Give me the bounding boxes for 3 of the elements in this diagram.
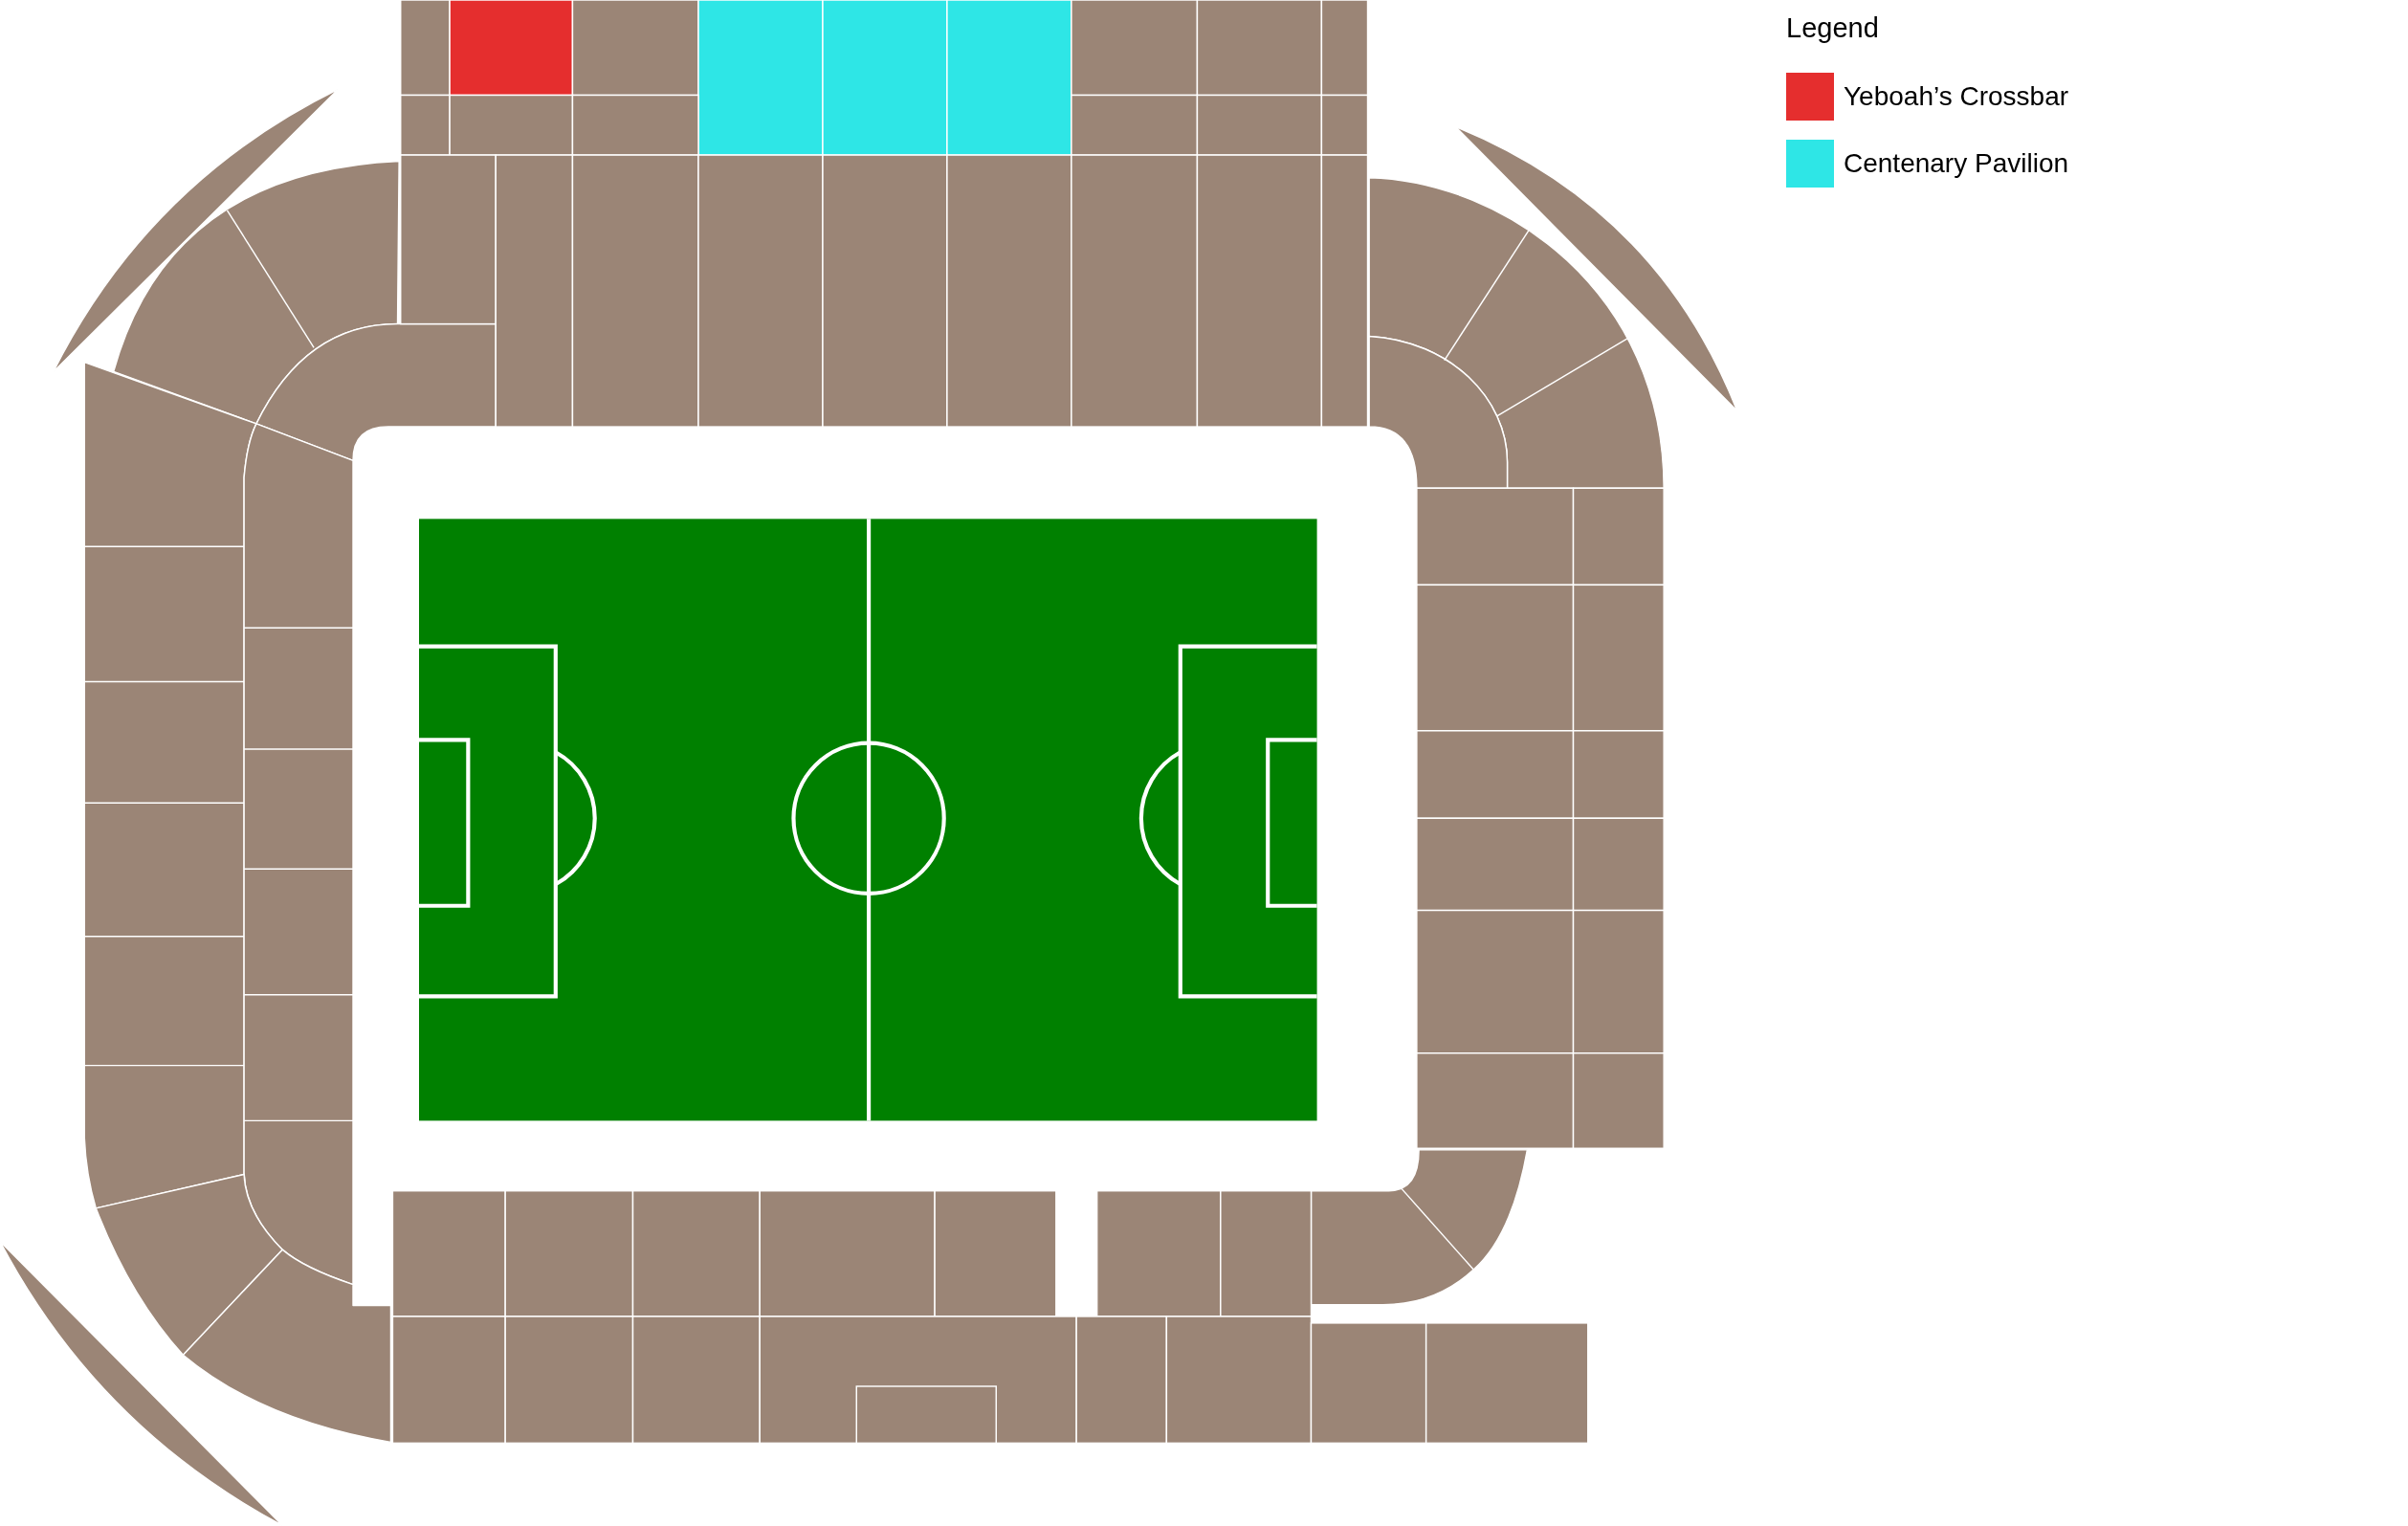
legend-title: Legend xyxy=(1786,11,1879,44)
legend-label: Centenary Pavilion xyxy=(1844,147,2069,180)
legend-label: Yeboah’s Crossbar xyxy=(1844,80,2069,113)
